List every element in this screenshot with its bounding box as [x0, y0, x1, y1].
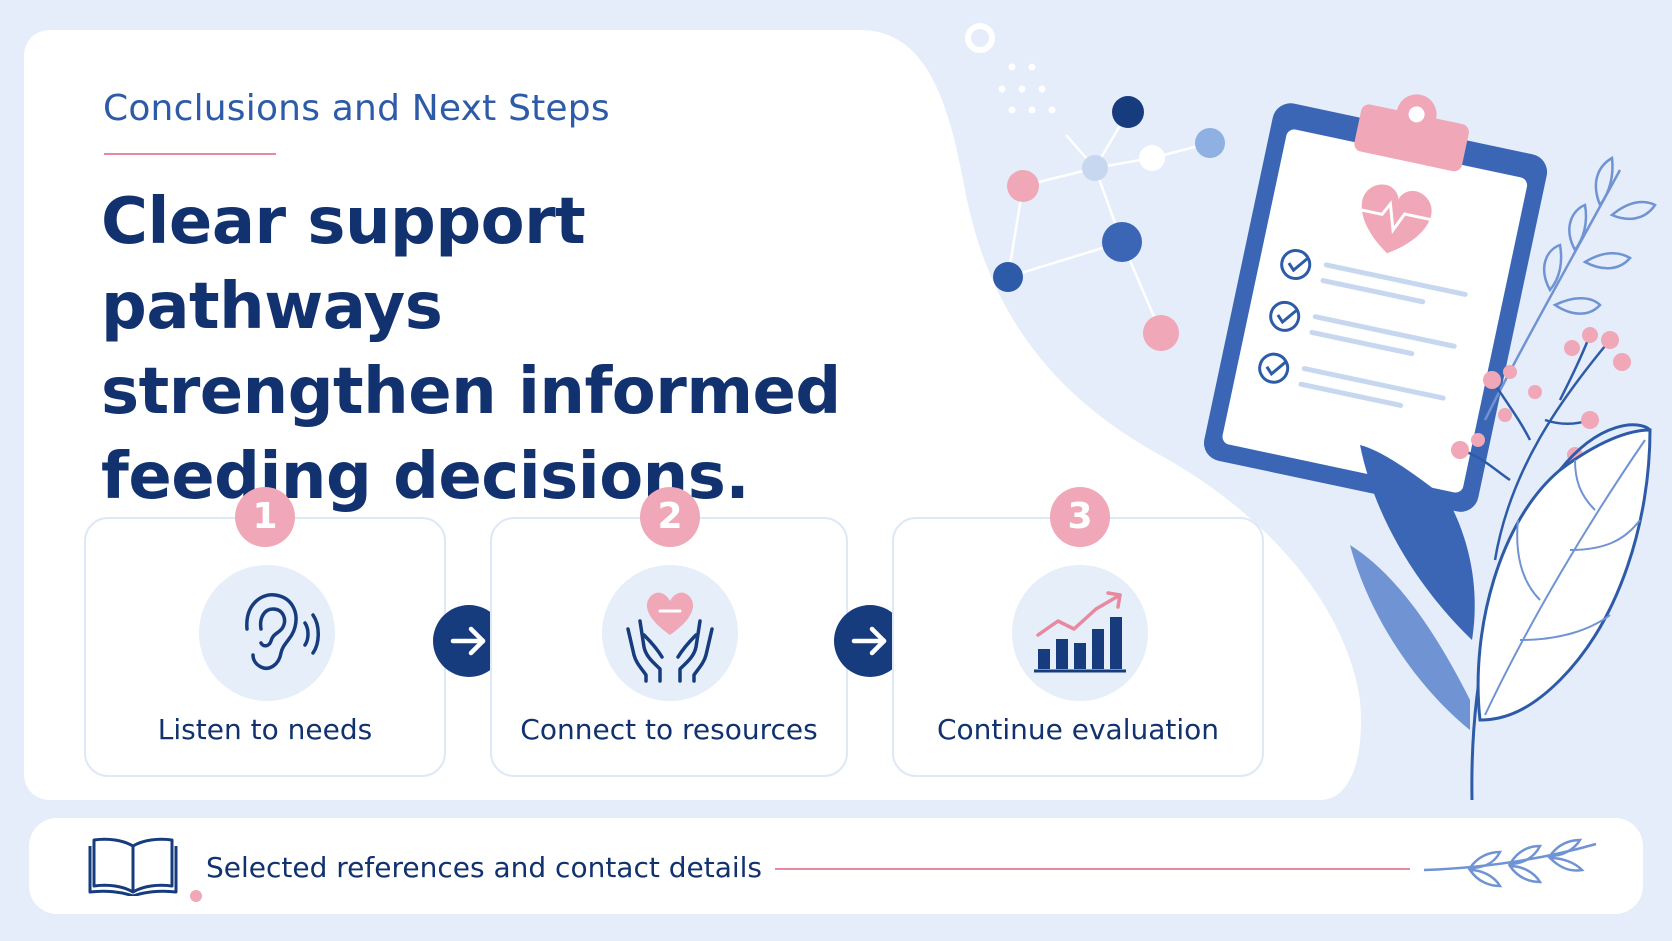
headline-line: strengthen informed: [101, 355, 841, 429]
dots-decor-icon: [998, 63, 1056, 114]
headline-line: feeding decisions.: [101, 440, 750, 514]
step-label: Listen to needs: [157, 713, 373, 746]
step-icon-background: [199, 565, 335, 701]
molecule-network-icon: [993, 96, 1225, 351]
heartbeat-heart-icon: [1361, 184, 1432, 254]
arrow-right-icon: [851, 626, 887, 656]
step-number-badge: 2: [640, 487, 700, 547]
step-card-connect: 2 Connect to resources: [490, 487, 848, 777]
open-book-icon: [88, 837, 178, 896]
step-number-badge: 3: [1050, 487, 1110, 547]
ring-decor-icon: [965, 23, 995, 53]
step-card-listen: 1 Listen to needs: [84, 487, 446, 777]
subtitle-underline: [104, 153, 276, 155]
headline-line: Clear support pathways: [101, 185, 586, 344]
leaf-sprig-icon: [1423, 838, 1597, 888]
arrow-right-icon: [450, 626, 486, 656]
step-number-badge: 1: [235, 487, 295, 547]
ear-icon: [245, 593, 320, 670]
step-card-evaluate: 3 Continue evaluation: [892, 487, 1264, 777]
footer-divider: [775, 868, 1410, 870]
step-icon-background: [1012, 565, 1148, 701]
dot-decor-icon: [190, 890, 202, 902]
growth-chart-icon: [1034, 591, 1126, 673]
footer-bar: [29, 818, 1643, 914]
leafy-plant-icon: [1350, 155, 1657, 801]
hands-heart-icon: [626, 592, 714, 683]
page-headline: Clear support pathways strengthen inform…: [101, 180, 921, 520]
section-subtitle: Conclusions and Next Steps: [103, 88, 610, 129]
clipboard-checklist-icon: [1203, 94, 1548, 512]
footer-references-link[interactable]: Selected references and contact details: [206, 851, 763, 884]
step-label: Continue evaluation: [936, 713, 1220, 746]
step-label: Connect to resources: [520, 713, 818, 746]
step-icon-background: [602, 565, 738, 701]
